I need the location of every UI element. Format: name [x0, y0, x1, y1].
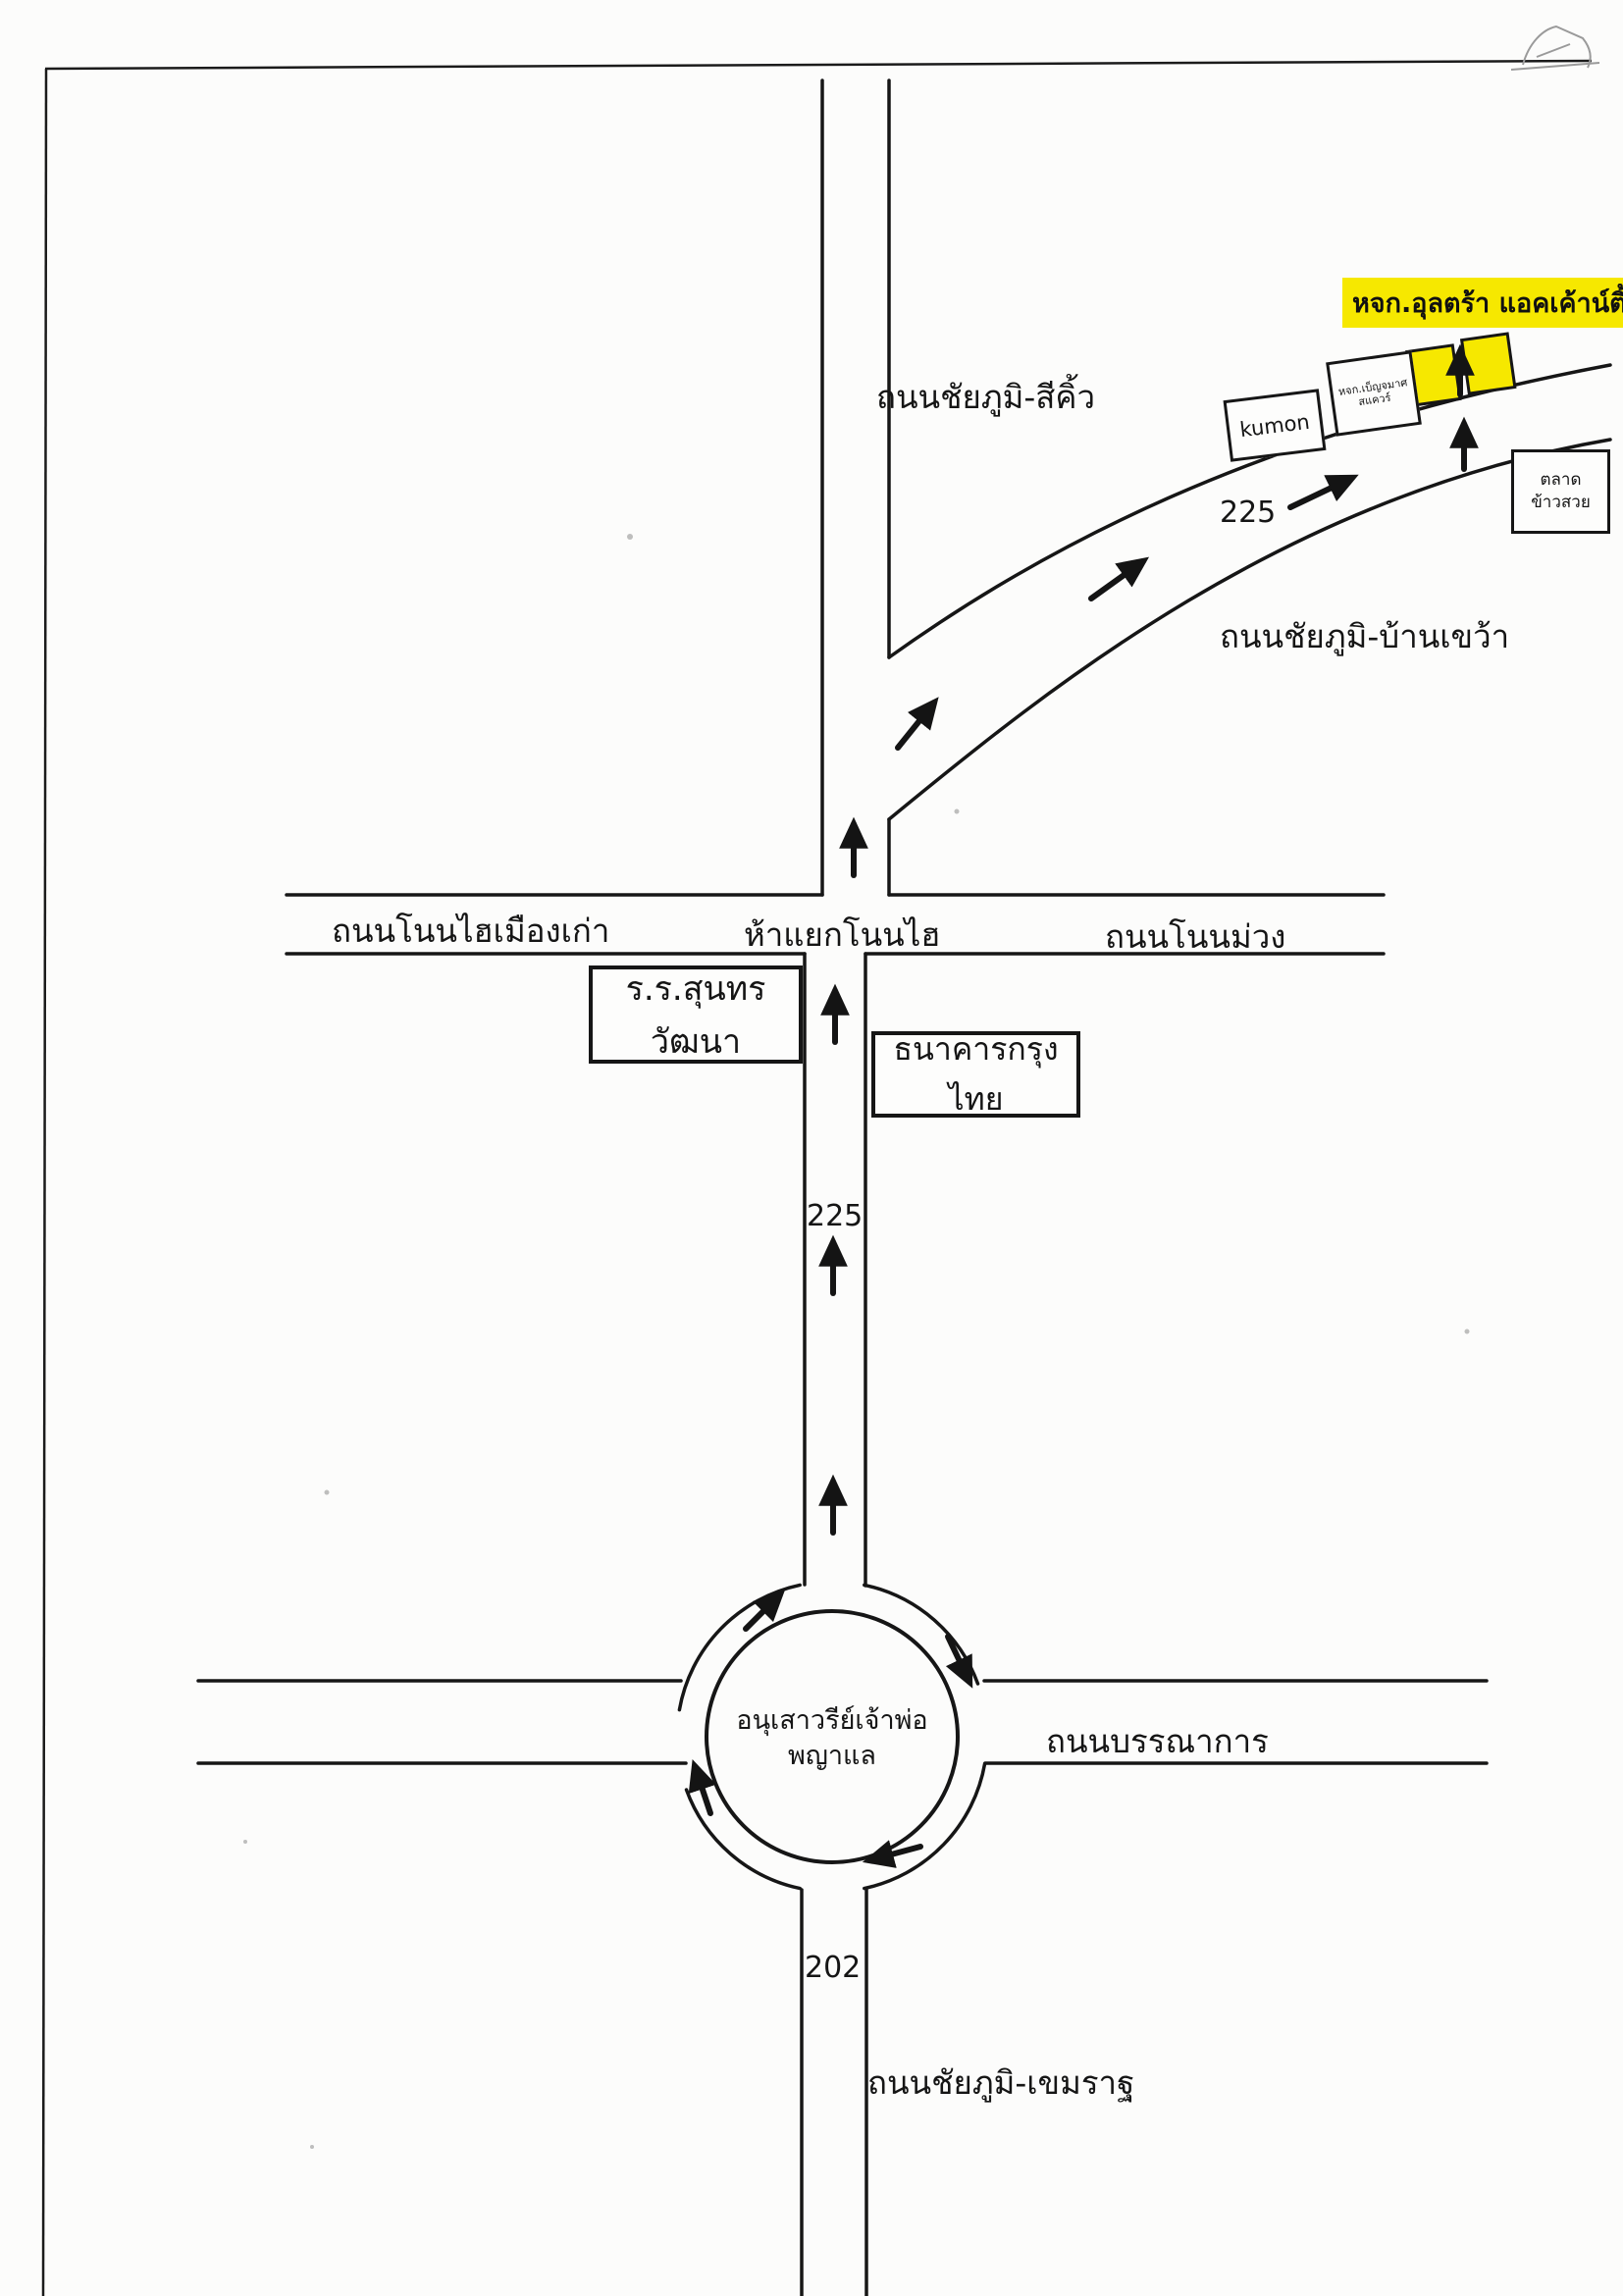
- route-shield-225-curve: 225: [1220, 496, 1277, 530]
- pencil-scribble: [1510, 25, 1600, 71]
- building-kumon: kumon: [1223, 389, 1327, 462]
- building-shop: หจก.เบ็ญจมาศ สแควร์: [1326, 350, 1422, 437]
- scan-border: [41, 59, 1593, 2296]
- route-shield-202: 202: [805, 1951, 862, 1985]
- building-kumon-label: kumon: [1238, 409, 1311, 442]
- junction-label-nonhai: ห้าแยกโนนไฮ: [744, 915, 941, 954]
- monument-label-line2: พญาแล: [788, 1741, 876, 1772]
- building-market-line1: ตลาด: [1540, 470, 1582, 491]
- arrow-roundabout-left: [688, 1758, 716, 1816]
- roads: [196, 78, 1612, 2296]
- roundabout-island: [705, 1609, 960, 1864]
- arrow-curve-mid: [1088, 556, 1150, 601]
- route-shield-225-south: 225: [807, 1199, 864, 1233]
- arrow-curve-start: [895, 697, 939, 751]
- arrow-roundabout-bottom: [862, 1840, 923, 1868]
- building-market: ตลาด ข้าวสวย: [1511, 449, 1610, 534]
- scan-noise: [243, 534, 1470, 2149]
- building-school-label: ร.ร.สุนทรวัฒนา: [625, 969, 766, 1062]
- curve-road-lower-edge: [887, 438, 1612, 821]
- building-school: ร.ร.สุนทรวัฒนา: [589, 965, 803, 1064]
- road-label-bannakan: ถนนบรรณาการ: [1046, 1722, 1269, 1760]
- destination-label: หจก.อุลตร้า แอคเค้าน์ติ้ง: [1342, 278, 1623, 328]
- direction-arrows: [688, 343, 1479, 1868]
- building-bank: ธนาคารกรุงไทย: [871, 1030, 1080, 1118]
- building-market-line2: ข้าวสวย: [1531, 493, 1591, 512]
- monument-label-line1: อนุเสาวรีย์เจ้าพ่อ: [736, 1705, 928, 1736]
- road-label-sikhio: ถนนชัยภูมิ-สีคิ้ว: [876, 378, 1095, 416]
- monument-label: อนุเสาวรีย์เจ้าพ่อ พญาแล: [703, 1703, 962, 1775]
- road-label-nonhai-muangkao: ถนนโนนไฮเมืองเก่า: [332, 912, 610, 950]
- building-bank-label: ธนาคารกรุงไทย: [893, 1030, 1059, 1118]
- building-shop-label: หจก.เบ็ญจมาศ สแควร์: [1337, 376, 1409, 409]
- road-label-bankhwao: ถนนชัยภูมิ-บ้านเขว้า: [1220, 617, 1510, 655]
- road-label-nonmuang: ถนนโนนม่วง: [1105, 917, 1286, 956]
- arrow-roundabout-right: [945, 1634, 973, 1689]
- arrow-curve-upper: [1287, 474, 1359, 510]
- curve-road-upper-edge: [887, 363, 1612, 659]
- arrow-roundabout-topleft: [743, 1589, 786, 1632]
- road-label-khemarat: ถนนชัยภูมิ-เขมราฐ: [867, 2063, 1135, 2102]
